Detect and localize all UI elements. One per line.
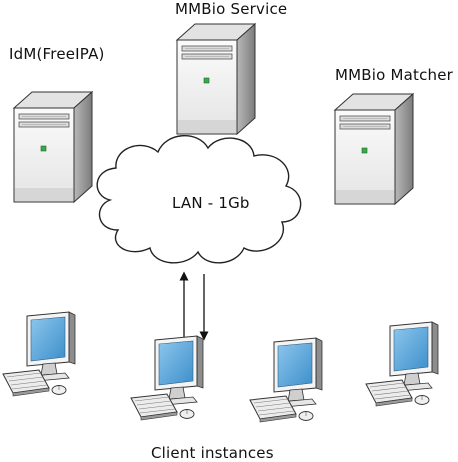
desktop-computer-icon bbox=[130, 335, 204, 421]
network-label: LAN - 1Gb bbox=[172, 194, 250, 212]
client-pc-3 bbox=[249, 337, 323, 423]
server-icon bbox=[334, 93, 414, 205]
server-icon bbox=[13, 91, 93, 203]
server-icon bbox=[176, 23, 256, 135]
server-mmbio-matcher bbox=[334, 93, 414, 205]
desktop-computer-icon bbox=[365, 321, 439, 407]
cloud-icon bbox=[96, 134, 302, 264]
server-label-idm: IdM(FreeIPA) bbox=[9, 45, 105, 63]
desktop-computer-icon bbox=[249, 337, 323, 423]
server-mmbio-service bbox=[176, 23, 256, 135]
clients-label: Client instances bbox=[151, 444, 274, 462]
client-pc-4 bbox=[365, 321, 439, 407]
client-pc-1 bbox=[2, 311, 76, 397]
server-label-mmbio-service: MMBio Service bbox=[175, 0, 288, 18]
server-label-mmbio-matcher: MMBio Matcher bbox=[335, 66, 454, 84]
client-pc-2 bbox=[130, 335, 204, 421]
server-idm bbox=[13, 91, 93, 203]
desktop-computer-icon bbox=[2, 311, 76, 397]
